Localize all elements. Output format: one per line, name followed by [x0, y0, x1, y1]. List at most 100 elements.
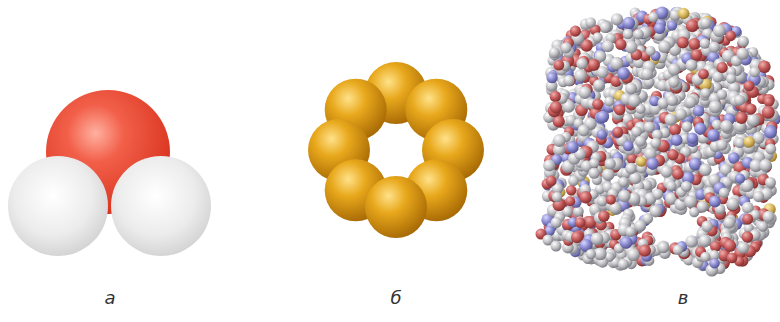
protein-atom: [763, 211, 775, 223]
protein-atom: [620, 236, 633, 249]
protein-atom: [641, 68, 653, 80]
protein-atom: [717, 89, 727, 99]
protein-atom: [546, 175, 557, 186]
protein-atom: [707, 129, 720, 142]
protein-atom: [717, 62, 728, 73]
protein-atom: [744, 81, 755, 92]
protein-atom: [614, 104, 625, 115]
protein-atom: [700, 88, 710, 98]
protein-atom: [678, 8, 689, 19]
protein-atom: [657, 241, 669, 253]
protein-atom: [618, 259, 629, 270]
protein-atom: [709, 258, 719, 268]
protein-atom: [628, 94, 641, 107]
hydrogen-atom: [111, 156, 211, 256]
protein-atom: [597, 196, 608, 207]
figure-letter: в: [678, 287, 689, 309]
protein-atom: [764, 97, 774, 107]
protein-atom: [588, 167, 599, 178]
protein-atom: [593, 80, 605, 92]
protein-atom: [738, 36, 749, 47]
protein-atom: [654, 23, 666, 35]
protein-atom: [701, 221, 712, 232]
protein-atom: [546, 72, 557, 83]
protein-atom: [592, 99, 603, 110]
protein-atom: [672, 168, 684, 180]
protein-atom: [723, 217, 735, 229]
protein-atom: [635, 136, 646, 147]
protein-atom: [681, 181, 692, 192]
protein-atom: [649, 205, 661, 217]
protein-atom: [551, 241, 562, 252]
protein-atom: [753, 191, 764, 202]
protein-atom: [565, 196, 575, 206]
protein-atom: [645, 46, 655, 56]
protein-atom: [552, 192, 562, 202]
protein-atom: [578, 125, 590, 137]
protein-atom: [579, 191, 591, 203]
protein-atom: [665, 113, 677, 125]
protein-atom: [719, 188, 730, 199]
protein-atom: [623, 29, 634, 40]
protein-atom: [605, 158, 616, 169]
protein-atom: [693, 105, 705, 117]
protein-atom: [673, 245, 683, 255]
protein-atom: [716, 139, 727, 150]
protein-atom: [762, 106, 775, 119]
protein-atom: [639, 245, 651, 257]
protein-atom: [606, 195, 616, 205]
protein-atom: [697, 201, 709, 213]
protein-atom: [735, 173, 745, 183]
protein-atom: [726, 197, 739, 210]
protein-atom: [685, 96, 697, 108]
protein-atom: [736, 47, 748, 59]
protein-atom: [734, 95, 745, 106]
protein-atom: [598, 210, 610, 222]
sulfur-ring: [308, 62, 484, 238]
protein-atom: [617, 67, 630, 80]
protein-atom: [764, 126, 777, 139]
protein-atom: [615, 39, 626, 50]
protein-atom: [650, 138, 661, 149]
protein-atom: [694, 123, 706, 135]
protein-atom: [688, 38, 700, 50]
protein-atom: [618, 177, 628, 187]
protein-atom: [625, 163, 636, 174]
protein-atom: [587, 59, 599, 71]
protein-atom: [746, 114, 759, 127]
protein-atom: [633, 29, 644, 40]
protein-atom: [648, 12, 658, 22]
protein-atom: [660, 165, 672, 177]
protein-atom: [550, 91, 561, 102]
protein-atom: [742, 231, 754, 243]
protein-atom: [612, 127, 623, 138]
protein-atom: [671, 134, 683, 146]
protein-atom: [636, 156, 646, 166]
protein-atom: [699, 164, 712, 177]
protein-atom: [668, 77, 679, 88]
figure-letter: б: [390, 287, 401, 309]
protein-atom: [667, 20, 677, 30]
protein-atom: [699, 235, 711, 247]
protein-atom: [698, 69, 709, 80]
protein-atom: [724, 240, 736, 252]
protein-atom: [563, 75, 574, 86]
protein-atom: [700, 17, 712, 29]
protein-atom: [744, 136, 755, 147]
protein-atom: [687, 133, 698, 144]
protein-atom: [742, 214, 753, 225]
water-molecule: [8, 90, 211, 256]
protein-atom: [623, 141, 634, 152]
protein-atom: [765, 177, 776, 188]
protein-atom: [686, 19, 699, 32]
protein-atom: [625, 41, 638, 54]
protein-atom: [566, 185, 577, 196]
protein-atom: [612, 127, 624, 139]
protein-atom: [677, 37, 689, 49]
protein-atom: [586, 249, 596, 259]
protein-atom: [726, 74, 736, 84]
protein-atom: [550, 101, 562, 113]
protein-atom: [627, 248, 640, 261]
protein-atom: [737, 242, 749, 254]
